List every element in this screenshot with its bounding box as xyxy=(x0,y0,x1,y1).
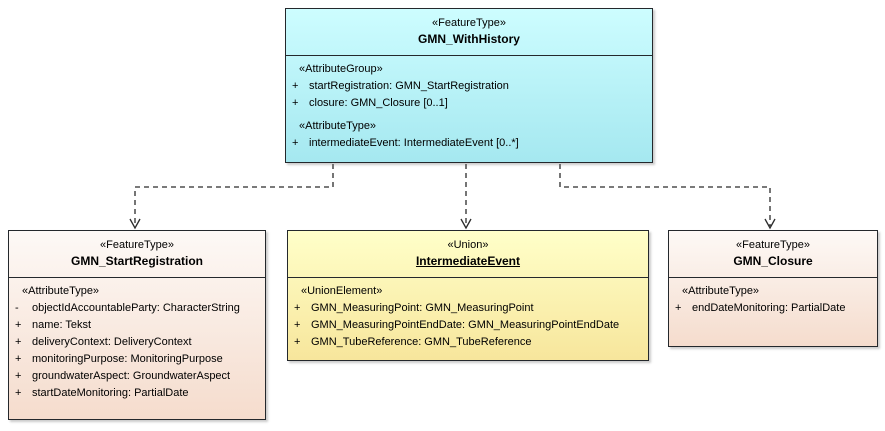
attribute-text: deliveryContext: DeliveryContext xyxy=(32,336,192,348)
attribute-row: + groundwaterAspect: GroundwaterAspect xyxy=(9,368,263,385)
attribute-group-label: «AttributeType» xyxy=(299,120,377,132)
visibility-marker: + xyxy=(15,370,22,382)
attribute-compartment: «AttributeType» - objectIdAccountablePar… xyxy=(9,277,265,404)
attribute-row: + GMN_MeasuringPoint: GMN_MeasuringPoint xyxy=(288,300,646,317)
visibility-marker: + xyxy=(675,302,682,314)
attribute-text: GMN_MeasuringPoint: GMN_MeasuringPoint xyxy=(311,302,534,314)
visibility-marker: + xyxy=(294,302,301,314)
attribute-text: intermediateEvent: IntermediateEvent [0.… xyxy=(309,137,519,149)
dependency-arrow-to-intermediateevent[interactable] xyxy=(460,164,472,230)
attribute-row: - objectIdAccountableParty: CharacterStr… xyxy=(9,300,263,317)
attribute-text: groundwaterAspect: GroundwaterAspect xyxy=(32,370,231,382)
open-arrowhead-icon xyxy=(129,218,141,230)
class-header: «FeatureType» GMN_StartRegistration xyxy=(9,231,265,277)
class-box-intermediateevent[interactable]: «Union» IntermediateEvent «UnionElement»… xyxy=(287,230,649,361)
visibility-marker: - xyxy=(15,302,19,314)
attribute-row: + intermediateEvent: IntermediateEvent [… xyxy=(286,135,650,152)
class-box-gmn-withhistory[interactable]: «FeatureType» GMN_WithHistory «Attribute… xyxy=(285,8,653,163)
visibility-marker: + xyxy=(15,336,22,348)
class-name: GMN_StartRegistration xyxy=(70,254,204,268)
attribute-row: + GMN_MeasuringPointEndDate: GMN_Measuri… xyxy=(288,317,646,334)
visibility-marker: + xyxy=(15,353,22,365)
class-stereotype: «FeatureType» xyxy=(432,17,506,29)
attribute-row: + GMN_TubeReference: GMN_TubeReference xyxy=(288,334,646,351)
attribute-row: + closure: GMN_Closure [0..1] xyxy=(286,95,650,112)
open-arrowhead-icon xyxy=(764,218,776,230)
class-box-gmn-startregistration[interactable]: «FeatureType» GMN_StartRegistration «Att… xyxy=(8,230,266,420)
attribute-group-label: «AttributeType» xyxy=(682,285,760,297)
class-name: GMN_Closure xyxy=(733,254,813,268)
attribute-text: closure: GMN_Closure [0..1] xyxy=(309,97,448,109)
visibility-marker: + xyxy=(292,137,299,149)
attribute-row: + deliveryContext: DeliveryContext xyxy=(9,334,263,351)
dependency-arrow-to-gmn-closure[interactable] xyxy=(559,164,776,230)
class-stereotype: «Union» xyxy=(447,239,489,251)
attribute-row: + endDateMonitoring: PartialDate xyxy=(669,300,875,317)
attribute-text: startDateMonitoring: PartialDate xyxy=(32,387,189,399)
visibility-marker: + xyxy=(15,387,22,399)
attribute-compartment: «UnionElement» + GMN_MeasuringPoint: GMN… xyxy=(288,277,648,353)
attribute-text: startRegistration: GMN_StartRegistration xyxy=(309,80,509,92)
attribute-compartment: «AttributeType» + endDateMonitoring: Par… xyxy=(669,277,877,319)
class-header: «FeatureType» GMN_WithHistory xyxy=(286,9,652,55)
attribute-row: + name: Tekst xyxy=(9,317,263,334)
attribute-row: + startRegistration: GMN_StartRegistrati… xyxy=(286,78,650,95)
attribute-row: + startDateMonitoring: PartialDate xyxy=(9,385,263,402)
class-header: «FeatureType» GMN_Closure xyxy=(669,231,877,277)
visibility-marker: + xyxy=(292,80,299,92)
class-stereotype: «FeatureType» xyxy=(100,239,174,251)
attribute-compartment: «AttributeGroup» + startRegistration: GM… xyxy=(286,55,652,154)
class-name: IntermediateEvent xyxy=(415,254,521,268)
attribute-row: + monitoringPurpose: MonitoringPurpose xyxy=(9,351,263,368)
attribute-group-label: «AttributeType» xyxy=(22,285,100,297)
attribute-text: objectIdAccountableParty: CharacterStrin… xyxy=(32,302,240,314)
visibility-marker: + xyxy=(292,97,299,109)
visibility-marker: + xyxy=(294,336,301,348)
class-header: «Union» IntermediateEvent xyxy=(288,231,648,277)
class-name: GMN_WithHistory xyxy=(418,32,520,46)
dependency-arrow-to-gmn-startregistration[interactable] xyxy=(129,164,334,230)
visibility-marker: + xyxy=(294,319,301,331)
class-stereotype: «FeatureType» xyxy=(736,239,810,251)
attribute-group-label: «UnionElement» xyxy=(301,285,383,297)
attribute-text: endDateMonitoring: PartialDate xyxy=(692,302,846,314)
attribute-text: GMN_MeasuringPointEndDate: GMN_Measuring… xyxy=(311,319,620,331)
open-arrowhead-icon xyxy=(460,218,472,230)
visibility-marker: + xyxy=(15,319,22,331)
attribute-text: name: Tekst xyxy=(32,319,92,331)
attribute-text: GMN_TubeReference: GMN_TubeReference xyxy=(311,336,532,348)
attribute-text: monitoringPurpose: MonitoringPurpose xyxy=(32,353,223,365)
attribute-group-label: «AttributeGroup» xyxy=(299,63,383,75)
class-box-gmn-closure[interactable]: «FeatureType» GMN_Closure «AttributeType… xyxy=(668,230,878,347)
